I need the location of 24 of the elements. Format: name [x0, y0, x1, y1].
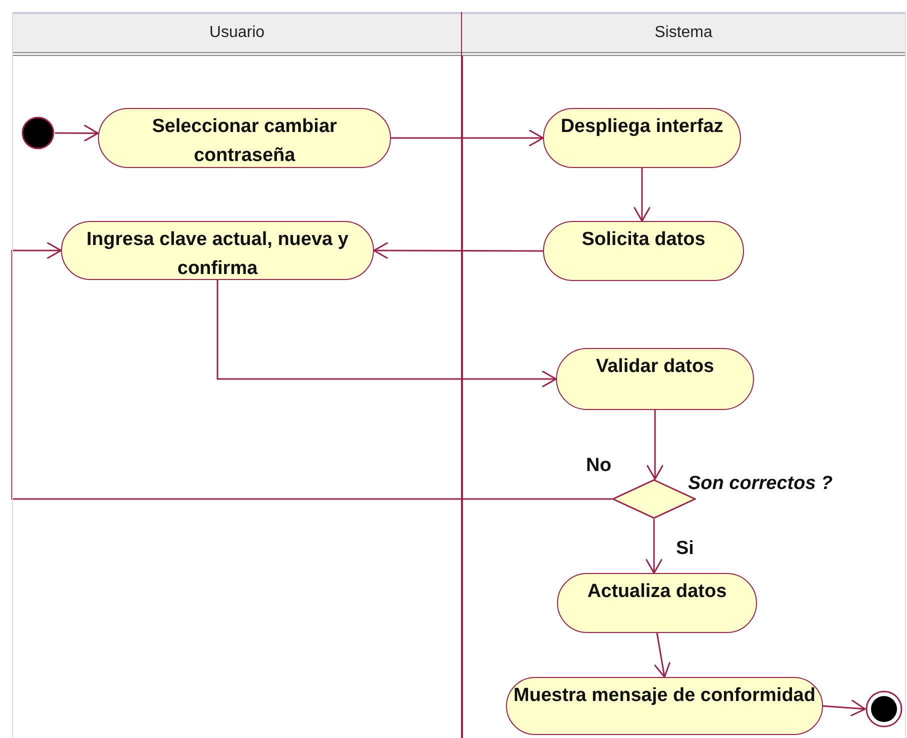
control-flow-arrow	[654, 632, 671, 678]
activity-box: Validar datos	[556, 348, 754, 410]
swimlane	[462, 12, 906, 738]
initial-node	[21, 116, 55, 150]
control-flow-arrow	[55, 124, 99, 142]
control-flow-arrow	[391, 129, 544, 147]
control-flow-arrow	[822, 699, 866, 717]
activity-box: Seleccionar cambiar contraseña	[98, 108, 391, 168]
control-flow-arrow	[645, 519, 663, 574]
activity-box: Muestra mensaje de conformidad	[506, 677, 823, 735]
control-flow-arrow	[216, 280, 557, 388]
activity-box: Actualiza datos	[557, 573, 757, 633]
guard-condition: Son correctos ?	[688, 473, 833, 495]
control-flow-arrow	[11, 242, 612, 500]
control-flow-arrow	[633, 168, 651, 222]
activity-box: Solicita datos	[543, 221, 744, 281]
activity-box: Ingresa clave actual, nueva y confirma	[61, 221, 374, 280]
control-flow-arrow	[373, 242, 543, 260]
swimlane	[12, 12, 463, 738]
control-flow-arrow	[646, 410, 664, 480]
activity-box: Despliega interfaz	[543, 108, 741, 168]
lane-header: Usuario	[13, 12, 461, 56]
lane-header: Sistema	[462, 12, 905, 56]
final-node	[865, 690, 903, 728]
